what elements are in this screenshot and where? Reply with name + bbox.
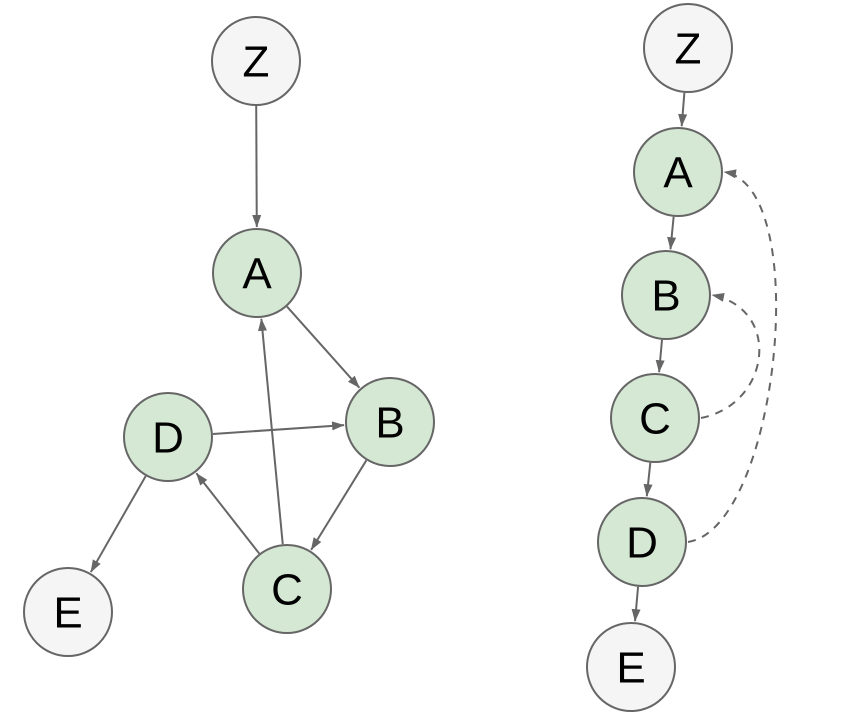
edge-D-to-E: [631, 586, 641, 622]
node-dependency-graph-A: A: [212, 228, 302, 318]
edge-B-to-C: [310, 459, 368, 551]
node-label-A: A: [663, 149, 693, 198]
node-circle-C: [242, 544, 332, 634]
edge-D-to-A-back-edge: [687, 169, 778, 543]
node-circle-Z: [643, 3, 733, 93]
node-dependency-graph-E: E: [23, 567, 113, 657]
edge-Z-to-A: [252, 105, 262, 228]
node-dependency-graph-C: C: [242, 544, 332, 634]
node-label-E: E: [616, 644, 645, 693]
node-dependency-graph-D: D: [123, 392, 213, 482]
node-linearized-chain-A: A: [633, 127, 723, 217]
node-circle-D: [123, 392, 213, 482]
node-circle-C: [610, 373, 700, 463]
node-circle-B: [345, 377, 435, 467]
node-circle-E: [23, 567, 113, 657]
node-linearized-chain-B: B: [621, 250, 711, 340]
node-label-C: C: [271, 566, 303, 615]
node-circle-A: [212, 228, 302, 318]
node-label-C: C: [639, 395, 671, 444]
edge-B-to-C: [655, 339, 665, 373]
edge-D-to-B: [212, 421, 345, 435]
linearized-chain: Z A B C D E: [586, 3, 778, 712]
node-circle-B: [621, 250, 711, 340]
edge-C-to-D: [643, 462, 653, 497]
node-dependency-graph-Z: Z: [211, 16, 301, 106]
edge-C-to-B-back-edge: [700, 292, 761, 419]
dependency-graph: Z A B D C E: [23, 16, 435, 657]
node-circle-E: [586, 622, 676, 712]
node-label-D: D: [626, 519, 658, 568]
node-circle-A: [633, 127, 723, 217]
node-label-D: D: [152, 414, 184, 463]
edge-Z-to-A: [678, 92, 688, 127]
edge-A-to-B: [667, 216, 677, 250]
node-label-A: A: [242, 250, 272, 299]
node-circle-D: [597, 497, 687, 587]
node-label-Z: Z: [243, 38, 270, 87]
node-linearized-chain-D: D: [597, 497, 687, 587]
edge-D-to-E: [89, 475, 147, 573]
node-label-Z: Z: [675, 25, 702, 74]
node-label-B: B: [651, 272, 680, 321]
node-linearized-chain-E: E: [586, 622, 676, 712]
node-circle-Z: [211, 16, 301, 106]
edge-C-to-A: [258, 318, 284, 545]
node-label-E: E: [53, 589, 82, 638]
edge-C-to-D: [195, 472, 261, 555]
node-linearized-chain-Z: Z: [643, 3, 733, 93]
edge-A-to-B: [286, 305, 361, 389]
node-linearized-chain-C: C: [610, 373, 700, 463]
node-label-B: B: [375, 399, 404, 448]
node-dependency-graph-B: B: [345, 377, 435, 467]
